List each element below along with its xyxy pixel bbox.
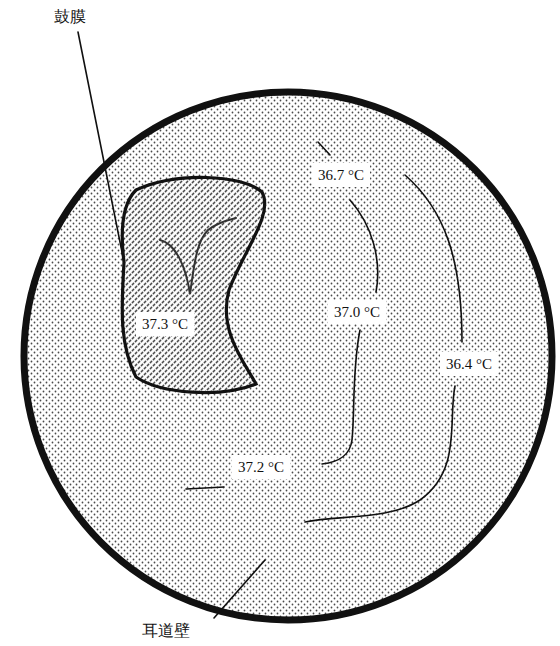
isotherm-tick bbox=[318, 142, 330, 155]
temperature-label-holder: 36.7 °C bbox=[312, 163, 370, 187]
ear-canal-wall bbox=[24, 92, 552, 620]
leader-line bbox=[78, 32, 124, 262]
isotherm-line bbox=[405, 175, 462, 342]
temperature-label-holder: 37.2 °C bbox=[232, 455, 290, 479]
temperature-label-holder: 36.4 °C bbox=[440, 352, 498, 376]
malleus-mark bbox=[160, 218, 236, 294]
temperature-label: 36.4 °C bbox=[440, 352, 498, 376]
isotherm-line bbox=[305, 386, 455, 522]
isotherm-line bbox=[322, 330, 360, 464]
part-label: 耳道壁 bbox=[140, 620, 192, 641]
part-label-holder: 耳道壁 bbox=[140, 620, 192, 641]
temperature-label: 37.2 °C bbox=[232, 455, 290, 479]
eardrum-region: 37.3 °C bbox=[116, 172, 276, 400]
eardrum-outline bbox=[116, 172, 276, 400]
part-label: 鼓膜 bbox=[52, 6, 88, 27]
temperature-label: 36.7 °C bbox=[312, 163, 370, 187]
isotherm-line bbox=[350, 200, 378, 292]
isotherm-tick bbox=[186, 487, 224, 489]
temperature-label-holder: 37.0 °C bbox=[328, 300, 386, 324]
temperature-label: 37.3 °C bbox=[136, 312, 194, 336]
temperature-label: 37.0 °C bbox=[328, 300, 386, 324]
part-label-holder: 鼓膜 bbox=[52, 6, 88, 27]
leader-line bbox=[214, 560, 265, 618]
eardrum-shape bbox=[122, 177, 265, 392]
